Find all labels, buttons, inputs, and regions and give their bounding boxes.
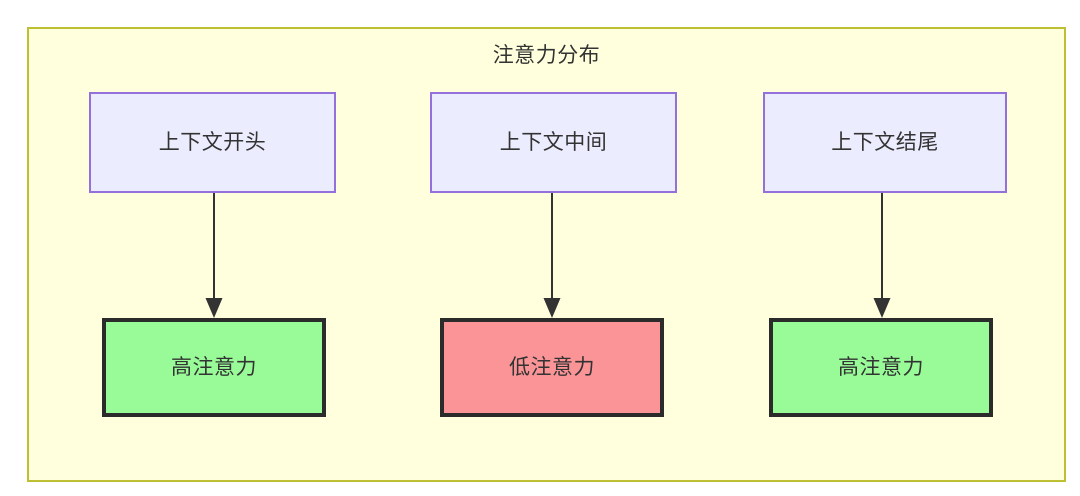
node-context-start[interactable]: 上下文开头: [89, 92, 336, 193]
node-high-attention-end-label: 高注意力: [838, 355, 924, 379]
node-context-middle-label: 上下文中间: [499, 130, 608, 154]
node-context-middle[interactable]: 上下文中间: [430, 92, 677, 193]
node-high-attention-start[interactable]: 高注意力: [102, 318, 326, 417]
subgraph-title: 注意力分布: [492, 44, 601, 67]
node-context-end-label: 上下文结尾: [831, 130, 939, 154]
node-high-attention-end[interactable]: 高注意力: [769, 318, 993, 417]
node-low-attention-middle[interactable]: 低注意力: [440, 318, 664, 417]
node-context-start-label: 上下文开头: [158, 130, 267, 154]
node-context-end[interactable]: 上下文结尾: [763, 92, 1007, 193]
node-low-attention-middle-label: 低注意力: [509, 355, 595, 379]
node-high-attention-start-label: 高注意力: [171, 355, 257, 379]
